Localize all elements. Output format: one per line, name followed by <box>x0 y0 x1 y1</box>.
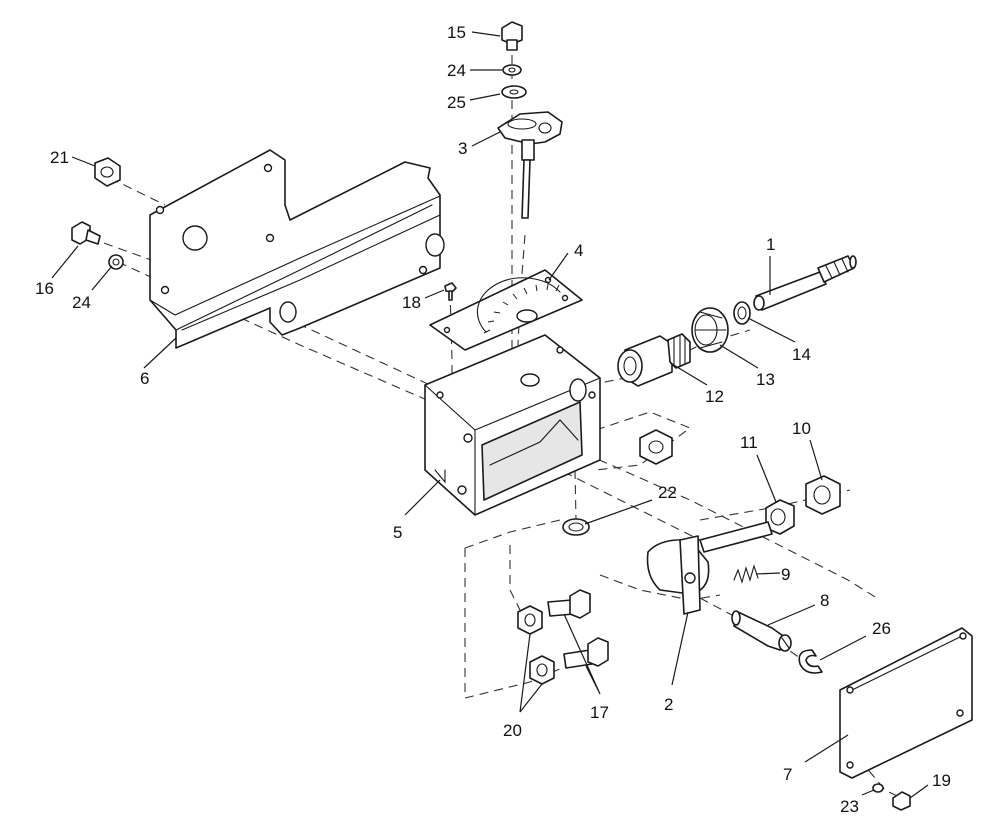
callout-17: 17 <box>590 703 609 722</box>
part-retaining-clip-26 <box>798 649 823 674</box>
callout-2: 2 <box>664 695 673 714</box>
part-cover-plate-7 <box>839 627 973 779</box>
callout-7: 7 <box>783 765 792 784</box>
callout-13: 13 <box>756 370 775 389</box>
part-mounting-bracket <box>149 149 445 349</box>
part-bolt-17-upper <box>547 589 591 619</box>
part-oring-14 <box>733 301 751 325</box>
part-washer-23 <box>872 783 884 793</box>
part-spring-9 <box>733 564 759 584</box>
callout-4: 4 <box>574 241 583 260</box>
part-housing-5 <box>424 334 601 516</box>
callout-16: 16 <box>35 279 54 298</box>
callout-labels: 15 24 25 3 21 16 24 6 4 18 1 14 13 12 5 … <box>35 23 951 816</box>
callout-15: 15 <box>447 23 466 42</box>
part-pointer-3 <box>497 111 563 219</box>
part-lock-washer-24a <box>502 64 522 76</box>
part-screw-15 <box>501 21 523 51</box>
part-screw-18 <box>444 282 457 301</box>
callout-22: 22 <box>658 483 677 502</box>
part-fitting-12 <box>617 333 691 387</box>
callout-21: 21 <box>50 148 69 167</box>
callout-9: 9 <box>781 565 790 584</box>
callout-6: 6 <box>140 369 149 388</box>
callout-14: 14 <box>792 345 811 364</box>
callout-26: 26 <box>872 619 891 638</box>
callout-18: 18 <box>402 293 421 312</box>
part-seal-ring-22 <box>562 518 590 536</box>
callout-11: 11 <box>740 433 758 452</box>
part-washer-25 <box>501 85 527 99</box>
callout-24-top: 24 <box>447 61 466 80</box>
part-nut-21 <box>94 157 121 187</box>
part-nut-10 <box>805 475 841 515</box>
scale-ticks <box>483 283 560 334</box>
callout-12: 12 <box>705 387 724 406</box>
callout-8: 8 <box>820 591 829 610</box>
part-nut-13 <box>691 307 729 353</box>
part-pin-8 <box>731 610 792 652</box>
callout-10: 10 <box>792 419 811 438</box>
callout-24-left: 24 <box>72 293 91 312</box>
callout-19: 19 <box>932 771 951 790</box>
callout-5: 5 <box>393 523 402 542</box>
part-screw-19 <box>892 791 911 811</box>
callout-1: 1 <box>766 235 775 254</box>
part-hex-nut-unlabeled <box>639 429 673 465</box>
callout-20: 20 <box>503 721 522 740</box>
part-lever-2 <box>646 521 773 615</box>
callout-23: 23 <box>840 797 859 816</box>
part-lock-washer-24b <box>108 254 124 270</box>
part-nut-20-lower <box>529 655 555 685</box>
part-shaft-1 <box>753 255 857 311</box>
leader-lines <box>51 31 929 799</box>
part-screw-16 <box>71 221 101 245</box>
part-nut-20-upper <box>517 605 543 635</box>
part-scale-plate-4 <box>429 269 583 351</box>
callout-25: 25 <box>447 93 466 112</box>
part-bolt-17-lower <box>563 637 609 669</box>
callout-3: 3 <box>458 139 467 158</box>
